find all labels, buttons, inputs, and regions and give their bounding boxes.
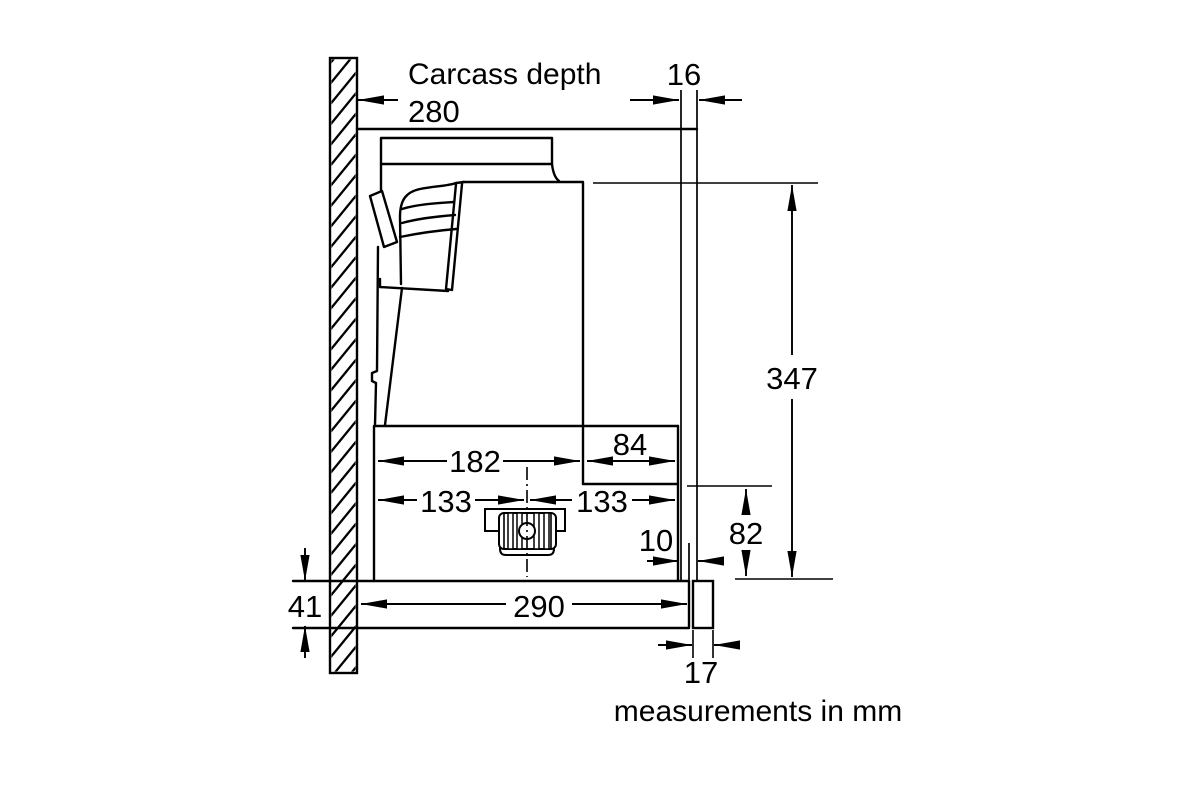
duct-box: [379, 136, 554, 166]
flap-bottom-edge: [378, 277, 450, 293]
rear-slant-edge: [383, 286, 404, 427]
dim-82-arrow-bottom: [741, 550, 751, 576]
hatch-line: [331, 276, 356, 310]
hatch-line: [331, 337, 356, 372]
dim-10-arrow-right: [698, 556, 724, 566]
hatch-line: [331, 604, 356, 638]
dim-82-arrow-top: [741, 489, 751, 515]
flap-curl-line3: [398, 227, 458, 239]
ext-17-stubs: [692, 630, 714, 658]
hatch-line: [331, 91, 356, 126]
hatch-line: [331, 378, 356, 413]
hatch-line: [331, 419, 356, 454]
dim-182-arrow-left: [378, 456, 404, 466]
motor-end-caps: [503, 514, 552, 548]
hatch-line: [331, 501, 356, 536]
motor-rib: [507, 512, 514, 550]
hatch-line: [331, 460, 356, 495]
flap-curl-line1: [400, 200, 456, 211]
dim-17-arrow-right: [714, 640, 740, 650]
units-note: measurements in mm: [614, 695, 902, 728]
vent-flap: [368, 180, 466, 293]
hatch-line: [331, 194, 356, 228]
hatch-line: [331, 214, 356, 249]
pullout-bar: [291, 543, 715, 630]
flap-curl-outer: [398, 181, 458, 286]
hatch-line: [334, 645, 356, 672]
flap-blade-top: [454, 180, 466, 185]
hatch-line: [331, 296, 356, 331]
dim-41-arrow-bottom: [300, 626, 310, 652]
dim-10-label: 10: [639, 523, 673, 558]
flap-curl-line2: [400, 213, 457, 225]
hatch-line: [331, 173, 356, 208]
wall-hatching: [331, 59, 356, 672]
dim-84-arrow-right: [649, 456, 675, 466]
dim-347-arrow-bottom: [787, 551, 797, 577]
dim-290-label: 290: [513, 589, 565, 624]
hatch-line: [331, 440, 356, 474]
hatch-line: [331, 255, 356, 290]
duct-right-jog: [550, 162, 561, 183]
dim-182-arrow-right: [554, 456, 580, 466]
hatch-line: [331, 59, 335, 64]
dim-290-arrow-right: [661, 599, 687, 609]
hatch-line: [350, 665, 356, 672]
body-top-and-front: [461, 180, 585, 486]
hatch-line: [331, 59, 352, 85]
front-strip: [691, 579, 715, 630]
hatch-line: [331, 481, 356, 515]
hatch-line: [331, 132, 356, 167]
dim-41-arrow-top: [300, 555, 310, 581]
hatch-line: [331, 358, 356, 392]
pullout-bar-outline: [291, 579, 691, 630]
dim-280-label: 280: [408, 94, 460, 129]
hatch-line: [331, 317, 356, 351]
hatch-line: [331, 235, 356, 269]
motor-rib: [543, 512, 550, 550]
dim-16-arrow-left: [653, 95, 679, 105]
dim-347-label: 347: [766, 361, 818, 396]
dim-347-arrow-top: [787, 185, 797, 211]
dim-82-label: 82: [729, 516, 763, 551]
hatch-line: [331, 522, 356, 556]
wall-section: [328, 56, 359, 675]
dim-290-arrow-left: [361, 599, 387, 609]
hatch-line: [331, 542, 356, 577]
flap-blade-edge: [444, 182, 464, 292]
dim-133r-arrow-right: [649, 495, 675, 505]
motor-unit: [484, 467, 566, 577]
carcass-depth-label: Carcass depth: [408, 58, 601, 91]
cooker-hood-outline: [291, 90, 715, 630]
dim-280-arrow: [358, 95, 384, 105]
hatch-line: [331, 399, 356, 433]
dim-133-right-label: 133: [576, 484, 628, 519]
dim-17-label: 17: [684, 655, 718, 690]
rear-housing-edge: [370, 245, 380, 427]
hatch-line: [331, 153, 356, 187]
hatch-line: [331, 71, 356, 105]
hatch-line: [331, 583, 356, 618]
dim-84-label: 84: [613, 427, 647, 462]
dim-17-arrow-left: [666, 640, 692, 650]
dim-16-label: 16: [667, 57, 701, 92]
dim-16-arrow-right: [699, 95, 725, 105]
dimension-annotations: Carcass depth 280 16 347 182 84 133 133: [288, 57, 902, 728]
dim-133r-arrow-left: [530, 495, 556, 505]
dim-84-arrow-left: [587, 456, 613, 466]
flap-counterweight: [368, 189, 399, 249]
dim-133l-arrow-left: [378, 495, 404, 505]
dim-133l-arrow-right: [498, 495, 524, 505]
dim-41-label: 41: [288, 589, 322, 624]
hatch-line: [331, 112, 356, 146]
dim-182-label: 182: [449, 444, 501, 479]
dim-133-left-label: 133: [420, 484, 472, 519]
